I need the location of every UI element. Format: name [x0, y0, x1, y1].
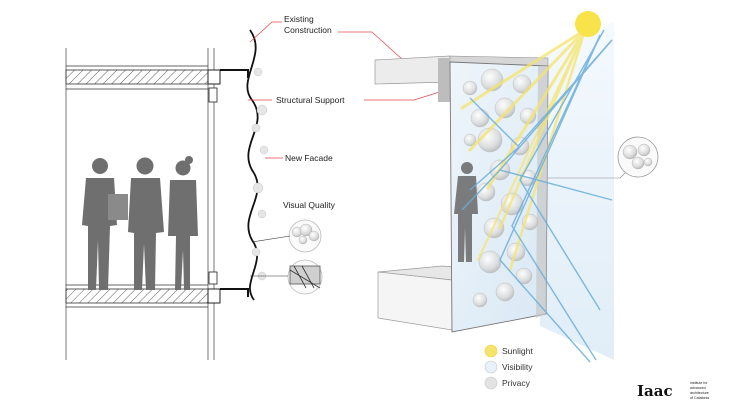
section-drawing: Existing Construction Structural Support… — [65, 14, 447, 360]
legend-label-visibility: Visibility — [502, 362, 533, 372]
sunlight-rays — [460, 28, 587, 272]
legend-item-privacy: Privacy — [484, 376, 531, 390]
label-visual-quality: Visual Quality — [283, 200, 336, 210]
wavy-facade — [246, 29, 269, 301]
legend: Sunlight Visibility Privacy — [484, 344, 533, 390]
legend-item-visibility: Visibility — [484, 360, 533, 374]
people-silhouettes — [82, 156, 198, 290]
logo-mark: Iaac — [637, 382, 673, 400]
top-slab — [65, 65, 249, 103]
legend-label-privacy: Privacy — [502, 378, 531, 388]
label-structural-support: Structural Support — [276, 95, 345, 105]
facade-model — [374, 11, 659, 363]
label-existing-construction-2: Construction — [284, 25, 332, 35]
model-person — [454, 162, 478, 262]
callout-leaders — [248, 21, 447, 159]
magnifier-detail — [548, 136, 659, 179]
visibility-swatch — [484, 360, 498, 374]
label-new-facade: New Facade — [285, 153, 333, 163]
logo-line-1: institute for — [690, 381, 708, 385]
sun-icon — [575, 11, 601, 37]
visual-quality-thumbnails — [250, 219, 323, 295]
label-existing-construction-1: Existing — [284, 14, 314, 24]
privacy-swatch — [484, 376, 498, 390]
logo-line-4: of Catalonia — [690, 396, 709, 400]
legend-label-sunlight: Sunlight — [502, 346, 533, 356]
iaac-logo: Iaac institute for advanced architecture… — [637, 381, 709, 400]
logo-line-3: architecture — [690, 391, 709, 395]
legend-item-sunlight: Sunlight — [484, 344, 533, 358]
sunlight-swatch — [484, 344, 498, 358]
visibility-beams — [461, 29, 613, 363]
logo-line-2: advanced — [690, 386, 706, 390]
